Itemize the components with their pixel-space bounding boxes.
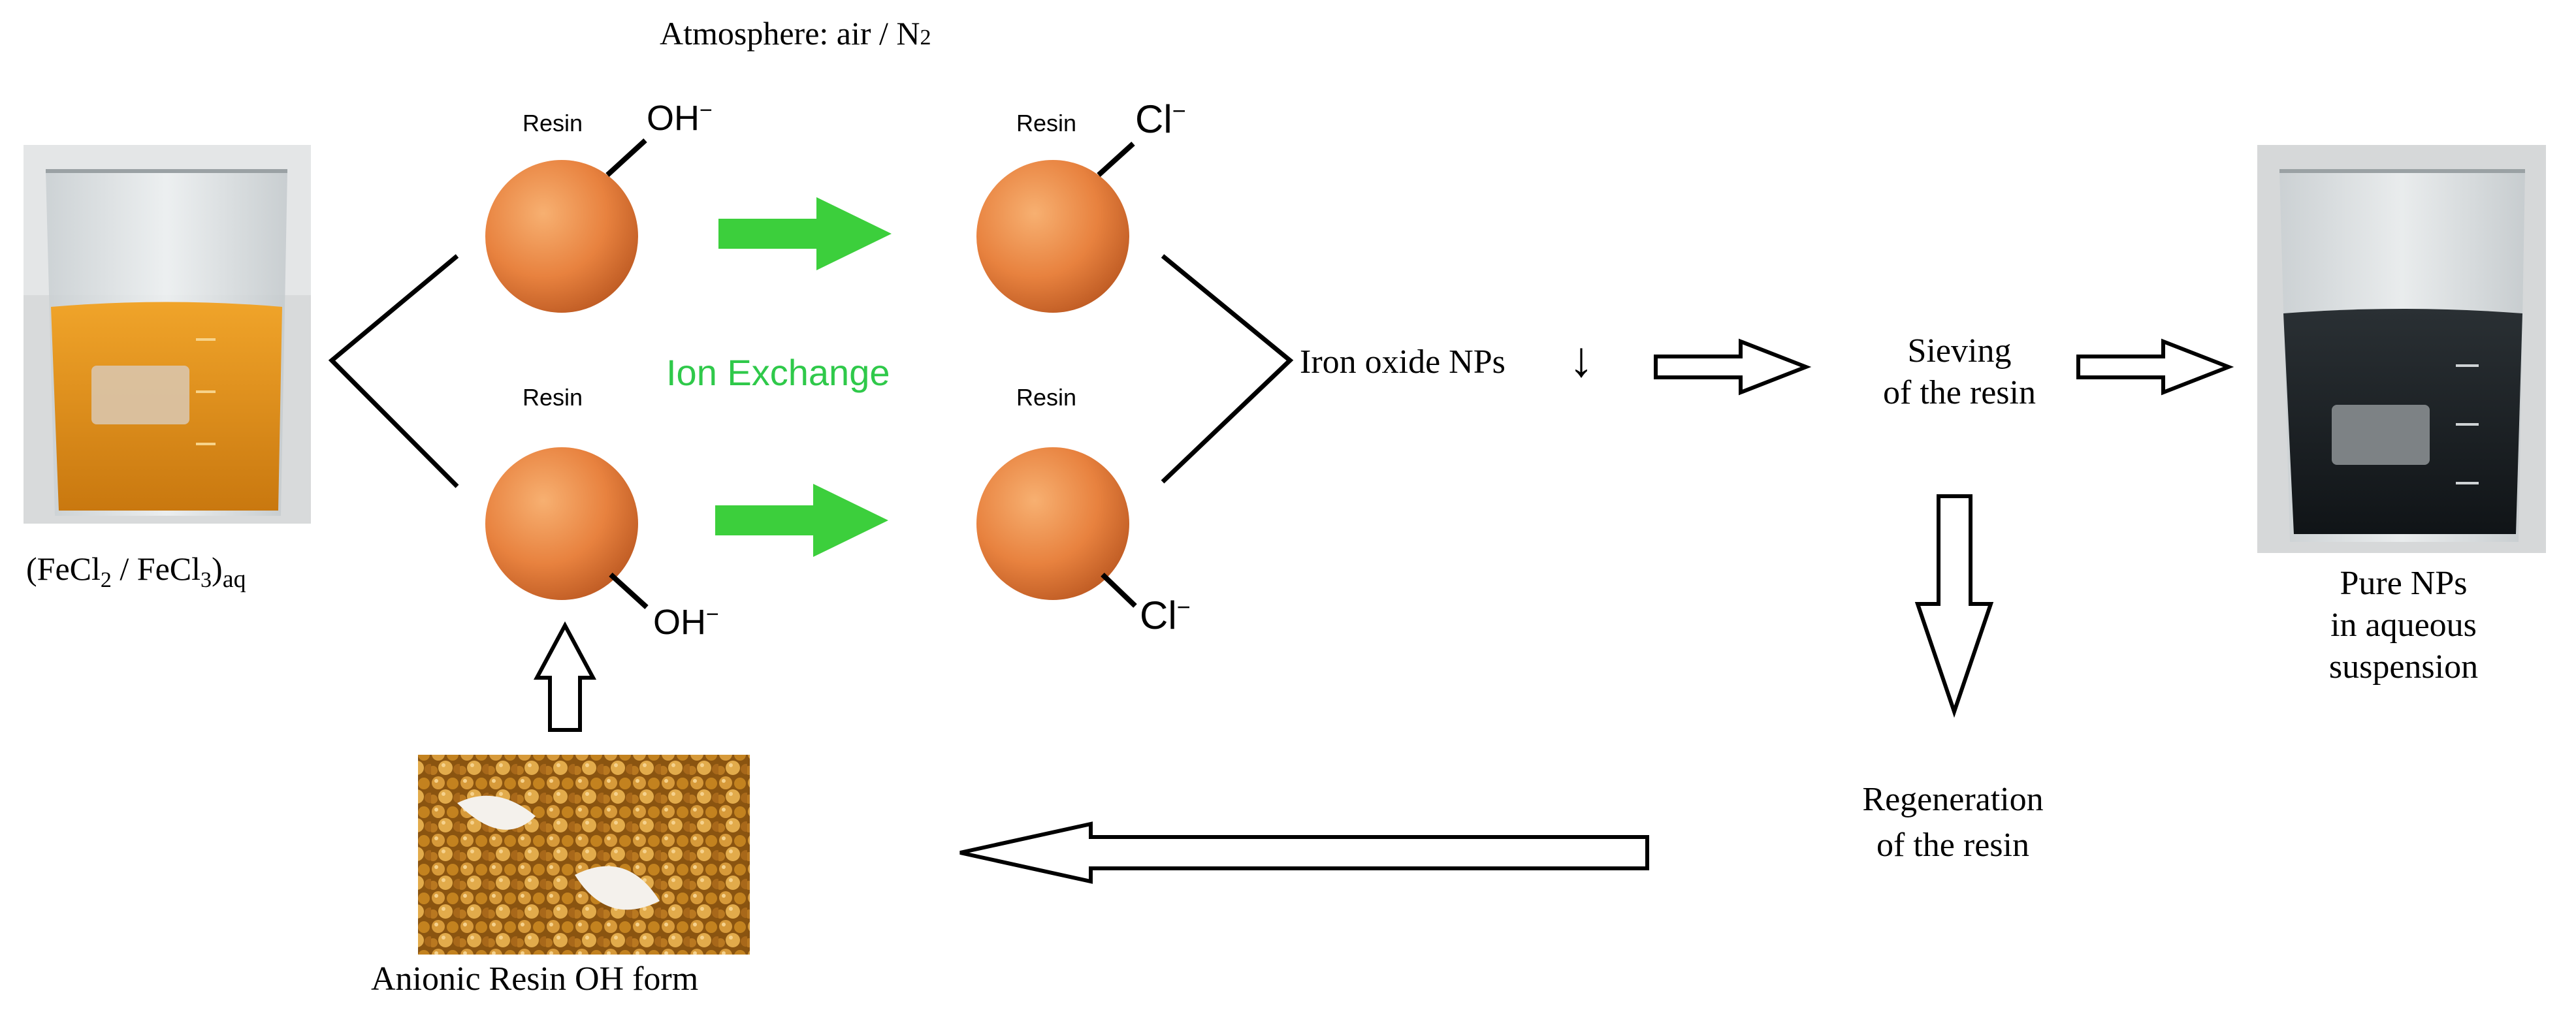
resin-ball-bottom-left: [485, 447, 638, 600]
precursor-formula-label: (FeCl2 / FeCl3)aq: [26, 550, 246, 593]
precursor-beaker-image: [24, 145, 311, 524]
arrow-to-pure-nps: [2076, 338, 2234, 396]
resin-ball-bottom-right: [976, 447, 1129, 600]
merge-lines: [1161, 254, 1294, 484]
split-lines: [328, 254, 459, 488]
bond-bottom-left: [609, 573, 649, 609]
resin-form-label: Anionic Resin OH form: [371, 960, 699, 998]
arrow-to-resin-ball: [533, 621, 597, 732]
iron-oxide-label: Iron oxide NPs: [1300, 343, 1505, 381]
ion-exchange-arrow-top: [718, 197, 892, 270]
resin-beads-image: [418, 755, 750, 955]
resin-label-top-right: Resin: [1016, 110, 1077, 136]
nanoparticle-beaker-image: [2257, 145, 2546, 553]
ion-exchange-label: Ion Exchange: [666, 352, 890, 393]
arrow-to-regeneration: [1914, 494, 1994, 718]
hydroxide-label-top: OH−: [647, 98, 713, 138]
resin-ball-top-left: [485, 160, 638, 313]
resin-label-bottom-left: Resin: [523, 384, 583, 411]
resin-label-top-left: Resin: [523, 110, 583, 136]
resin-ball-top-right: [976, 160, 1129, 313]
precipitate-down-arrow-icon: ↓: [1569, 332, 1594, 387]
bond-bottom-right: [1101, 573, 1137, 608]
arrow-to-resin-form: [959, 821, 1649, 884]
atmosphere-label: Atmosphere: air / N2: [660, 15, 931, 52]
bond-top-left: [605, 138, 647, 177]
resin-label-bottom-right: Resin: [1016, 384, 1077, 411]
arrow-to-sieving: [1654, 338, 1812, 396]
chloride-label-top: Cl−: [1135, 97, 1186, 141]
ion-exchange-arrow-bottom: [715, 484, 888, 557]
hydroxide-label-bottom: OH−: [653, 602, 719, 642]
bond-top-right: [1097, 142, 1135, 177]
chloride-label-bottom: Cl−: [1140, 593, 1191, 637]
